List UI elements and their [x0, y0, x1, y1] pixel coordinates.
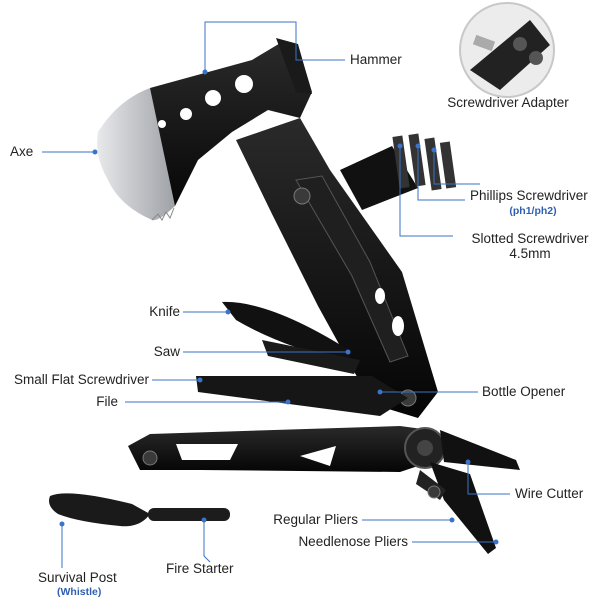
label-saw: Saw [153, 344, 180, 359]
label-slotted-size: 4.5mm [509, 246, 551, 261]
fire-starter [49, 493, 230, 527]
label-survival-post-sub: (Whistle) [57, 586, 102, 598]
label-file: File [96, 394, 118, 409]
hammer-face [276, 38, 312, 94]
label-screwdriver-adapter: Screwdriver Adapter [447, 95, 569, 110]
label-wire-cutter: Wire Cutter [515, 486, 584, 501]
label-regular-pliers: Regular Pliers [273, 512, 358, 527]
leader-lines [42, 21, 510, 568]
pliers [128, 426, 520, 554]
label-small-flat-screwdriver: Small Flat Screwdriver [13, 372, 149, 387]
needlenose-jaw [430, 462, 496, 554]
screwdriver-bits [340, 133, 457, 210]
label-phillips-sub: (ph1/ph2) [509, 205, 557, 217]
file-blade [196, 376, 408, 416]
leader-dots [59, 69, 499, 545]
label-survival-post: Survival Post [38, 570, 117, 585]
label-phillips-screwdriver: Phillips Screwdriver [470, 188, 588, 203]
adapter-inset [459, 2, 555, 98]
label-hammer: Hammer [350, 52, 402, 67]
wire-cutter-jaw [440, 430, 520, 470]
label-knife: Knife [149, 304, 180, 319]
knife-blade [222, 301, 352, 362]
label-fire-starter: Fire Starter [166, 561, 234, 576]
saw-blade [262, 340, 360, 374]
label-axe: Axe [10, 144, 34, 159]
main-handle [236, 118, 438, 418]
label-needlenose-pliers: Needlenose Pliers [298, 534, 408, 549]
axe-head [97, 38, 312, 221]
label-bottle-opener: Bottle Opener [482, 384, 566, 399]
label-slotted-screwdriver: Slotted Screwdriver [471, 231, 589, 246]
